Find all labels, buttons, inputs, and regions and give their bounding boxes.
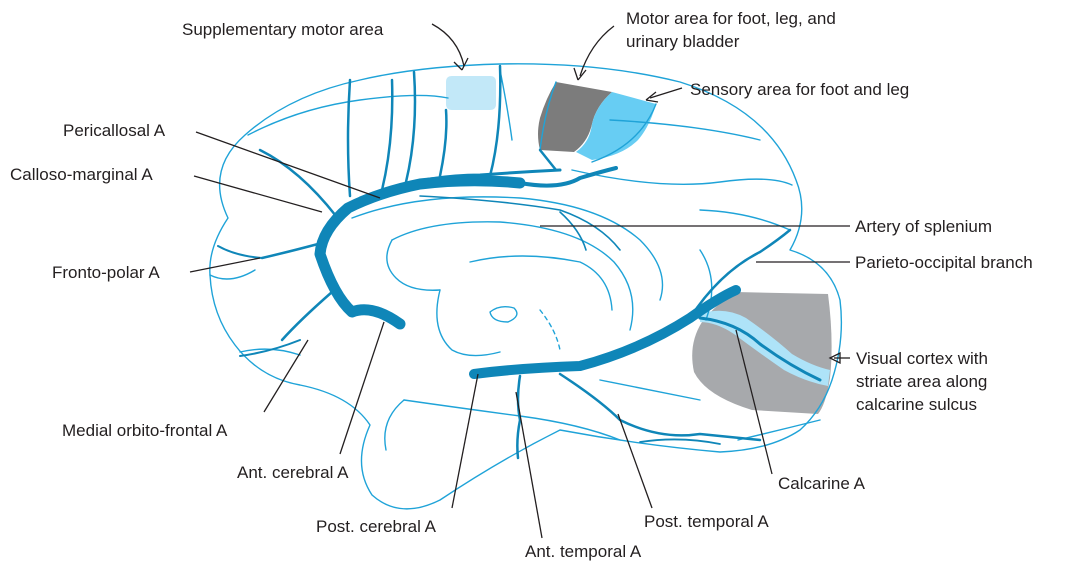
label-post-cerebral-artery: Post. cerebral A xyxy=(316,517,437,536)
label-motor-area-line1: Motor area for foot, leg, and xyxy=(626,9,836,28)
label-visual-cortex-line1: Visual cortex with xyxy=(856,349,988,368)
label-sensory-area: Sensory area for foot and leg xyxy=(690,80,909,99)
label-medial-orbito-frontal-artery: Medial orbito-frontal A xyxy=(62,421,228,440)
leader-lines xyxy=(190,24,850,538)
label-fronto-polar-artery: Fronto-polar A xyxy=(52,263,160,282)
supplementary-motor-area-region xyxy=(446,76,496,110)
label-visual-cortex-line3: calcarine sulcus xyxy=(856,395,977,414)
label-calcarine-artery: Calcarine A xyxy=(778,474,866,493)
label-parieto-occipital-branch: Parieto-occipital branch xyxy=(855,253,1033,272)
label-pericallosal-artery: Pericallosal A xyxy=(63,121,166,140)
label-visual-cortex-line2: striate area along xyxy=(856,372,987,391)
label-post-temporal-artery: Post. temporal A xyxy=(644,512,769,531)
brain-outline xyxy=(210,64,842,509)
label-ant-temporal-artery: Ant. temporal A xyxy=(525,542,642,561)
ant-cerebral-artery xyxy=(320,181,520,324)
label-ant-cerebral-artery: Ant. cerebral A xyxy=(237,463,349,482)
label-motor-area-line2: urinary bladder xyxy=(626,32,740,51)
labels: Supplementary motor area Motor area for … xyxy=(10,9,1033,561)
label-supplementary-motor-area: Supplementary motor area xyxy=(182,20,384,39)
label-artery-of-splenium: Artery of splenium xyxy=(855,217,992,236)
label-calloso-marginal-artery: Calloso-marginal A xyxy=(10,165,153,184)
